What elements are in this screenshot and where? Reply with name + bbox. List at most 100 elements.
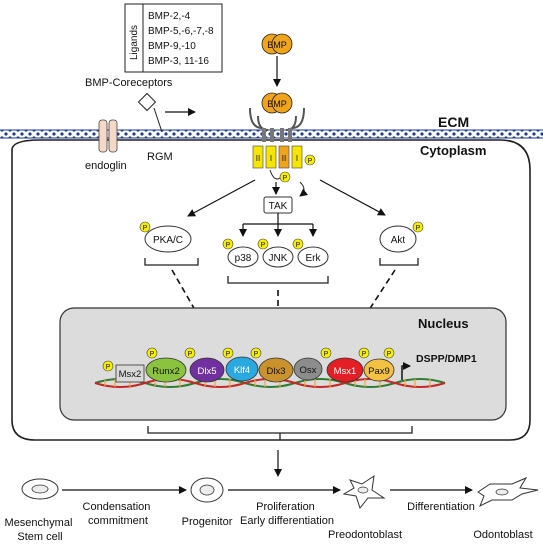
svg-text:P: P [362, 351, 367, 358]
transition-label-3: Differentiation [407, 501, 475, 513]
ligand-box: Ligands BMP-2,-4 BMP-5,-6,-7,-8 BMP-9,-1… [124, 3, 223, 73]
target-gene-label: DSPP/DMP1 [416, 353, 477, 365]
pka-inhibit-bar [144, 258, 199, 266]
ligands-title: Ligands [129, 25, 140, 60]
receptor-phospho-sites: P P [279, 154, 316, 183]
ligand-item: BMP-5,-6,-7,-8 [148, 26, 214, 37]
cell-label-line: Stem cell [17, 531, 62, 543]
tf-label: Klf4 [234, 365, 250, 376]
tf-klf4 [225, 356, 259, 382]
cell-label-preodontoblast: Preodontoblast [328, 529, 402, 541]
transition-line: Proliferation [256, 501, 315, 513]
tf-label: Msx2 [119, 369, 142, 380]
transition-line: commitment [88, 515, 148, 527]
svg-text:P: P [324, 351, 329, 358]
transition-label-1: Condensation commitment [83, 501, 154, 527]
pka-node: PKA/C P [139, 221, 192, 253]
receptor-type-label: I [270, 154, 272, 163]
svg-text:P: P [226, 351, 231, 358]
tf-msx2 [115, 364, 145, 383]
svg-text:P: P [150, 351, 155, 358]
svg-text:P: P [261, 242, 266, 249]
mapk-bracket [227, 276, 329, 284]
bmp-ligand-free: BMP [261, 33, 293, 55]
rgm-label: RGM [147, 151, 173, 163]
stage-mesenchymal-cell [21, 478, 59, 500]
cell-label-odontoblast: Odontoblast [473, 529, 532, 541]
bmp-ligand-bound: BMP [261, 92, 293, 114]
tf-label: Pax9 [368, 366, 390, 377]
svg-text:P: P [106, 364, 111, 371]
stage-progenitor-cell [190, 477, 224, 503]
cell-label-line: Preodontoblast [328, 529, 402, 541]
transition-line: Early differentiation [240, 515, 334, 527]
svg-text:P: P [416, 225, 421, 232]
svg-text:P: P [254, 351, 259, 358]
tak-node: TAK [263, 196, 293, 214]
tf-label: Runx2 [152, 366, 179, 377]
ligand-item: BMP-9,-10 [148, 41, 196, 52]
transcription-factors: Msx2 Runx2 Dlx5 Klf4 Dlx3 Osx Msx1 Pax9 [115, 356, 395, 383]
transition-line: Condensation [83, 501, 151, 513]
tf-label: Osx [300, 365, 317, 376]
tf-label: Dlx5 [197, 366, 216, 377]
bmp-label: BMP [267, 99, 287, 109]
svg-text:P: P [226, 242, 231, 249]
tf-dlx5 [189, 357, 225, 383]
erk-label: Erk [306, 253, 322, 264]
transcription-start-arrow [401, 362, 411, 380]
cytoplasm-label: Cytoplasm [420, 143, 486, 158]
svg-text:P: P [296, 242, 301, 249]
svg-text:P: P [188, 351, 193, 358]
tf-phospho-sites: P P P P P P P P [102, 347, 395, 372]
receptor-type-label: II [282, 154, 286, 163]
cell-label-line: Odontoblast [473, 529, 532, 541]
phospho-curve [269, 169, 281, 180]
ligand-item: BMP-3, 11-16 [148, 56, 209, 67]
cell-label-mesenchymal: Mesenchymal Stem cell [5, 517, 76, 543]
stage-preodontoblast-cell [342, 474, 386, 510]
cell-label-line: Progenitor [182, 516, 233, 528]
transition-line: Differentiation [407, 501, 475, 513]
tf-runx2 [145, 357, 187, 383]
akt-inhibit-bar [379, 258, 419, 266]
rgm-anchor [153, 107, 163, 133]
tf-pax9 [363, 358, 395, 382]
arrow-to-pka [187, 179, 256, 217]
pka-label: PKA/C [153, 235, 183, 246]
coreceptors-label: BMP-Coreceptors [85, 77, 173, 89]
p38-label: p38 [235, 253, 252, 264]
cell-label-progenitor: Progenitor [182, 516, 233, 528]
cell-label-line: Mesenchymal [5, 517, 73, 529]
nucleus-label: Nucleus [418, 316, 469, 331]
stage-odontoblast-cell [477, 476, 539, 508]
tf-label: Msx1 [334, 366, 357, 377]
tak-label: TAK [269, 201, 288, 212]
transition-label-2: Proliferation Early differentiation [240, 501, 334, 527]
ligand-item: BMP-2,-4 [148, 11, 191, 22]
activation-curve [299, 181, 308, 197]
bmp-label: BMP [267, 40, 287, 50]
endoglin-coreceptor [98, 119, 118, 153]
arrow-to-akt [319, 179, 386, 216]
akt-label: Akt [391, 235, 406, 246]
tf-msx1 [326, 357, 364, 383]
endoglin-label: endoglin [85, 160, 127, 172]
ecm-label: ECM [438, 114, 469, 130]
svg-text:P: P [143, 225, 148, 232]
bmp-receptor-complex [249, 107, 305, 131]
receptor-kinase-domains: II I II I [252, 145, 303, 169]
erk-node: Erk P [292, 238, 329, 268]
tf-dlx3 [258, 357, 294, 383]
jnk-node: JNK P [257, 238, 294, 268]
p38-node: p38 P [222, 238, 259, 268]
output-bracket [147, 426, 413, 434]
akt-node: Akt P [379, 221, 424, 253]
tf-label: Dlx3 [266, 366, 285, 377]
rgm-coreceptor [137, 92, 157, 112]
svg-text:P: P [283, 175, 288, 182]
receptor-type-label: II [256, 154, 260, 163]
svg-text:P: P [308, 158, 313, 165]
